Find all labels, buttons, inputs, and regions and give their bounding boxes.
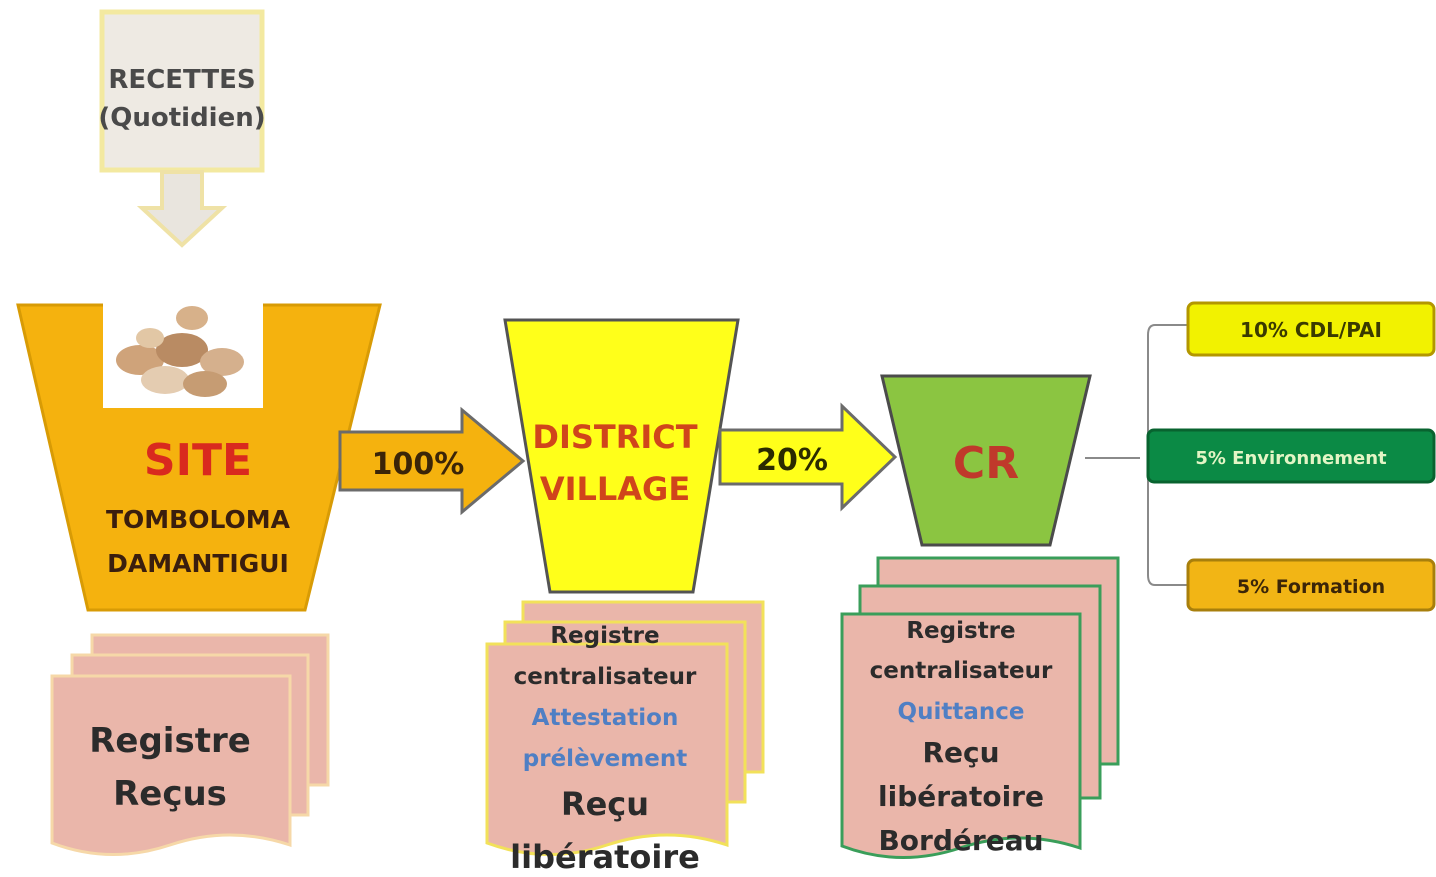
- docs-site-stack: Registre Reçus: [50, 633, 330, 856]
- cr-node: CR: [880, 374, 1092, 547]
- docs-cr-line-2: centralisateur: [870, 658, 1053, 684]
- docs-cr-line-3: Quittance: [898, 699, 1025, 725]
- down-arrow-icon: [136, 170, 228, 248]
- cr-label: CR: [953, 438, 1019, 489]
- docs-district-line-4: prélèvement: [523, 746, 687, 772]
- docs-cr-line-1: Registre: [906, 618, 1015, 644]
- docs-district-line-3: Attestation: [532, 705, 679, 731]
- docs-site-line-1: Registre: [89, 721, 251, 761]
- district-line-1: DISTRICT: [532, 418, 697, 456]
- arrow-20-label: 20%: [756, 443, 828, 478]
- output-environnement-box: 5% Environnement: [1146, 428, 1436, 484]
- docs-district-line-6: libératoire: [510, 838, 700, 876]
- docs-district-line-2: centralisateur: [514, 664, 697, 690]
- docs-cr-line-5: libératoire: [878, 780, 1044, 813]
- arrow-100-label: 100%: [372, 447, 465, 482]
- district-line-2: VILLAGE: [540, 470, 690, 508]
- docs-district-line-5: Reçu: [561, 785, 649, 823]
- docs-site-line-2: Reçus: [113, 774, 227, 814]
- recettes-label-1: RECETTES: [108, 65, 255, 95]
- recettes-node: RECETTES (Quotidien): [98, 9, 266, 173]
- output-cdl-label: 10% CDL/PAI: [1240, 318, 1382, 342]
- recettes-label-2: (Quotidien): [98, 103, 265, 133]
- docs-district-line-1: Registre: [550, 623, 659, 649]
- arrow-20: 20%: [718, 402, 898, 512]
- docs-cr-stack: Registre centralisateur Quittance Reçu l…: [840, 556, 1120, 859]
- docs-cr-line-6: Bordéreau: [878, 824, 1043, 857]
- site-line-1: TOMBOLOMA: [106, 505, 291, 534]
- peanut-pile-icon: [116, 306, 244, 397]
- output-environnement-label: 5% Environnement: [1195, 448, 1387, 469]
- docs-district-stack: Registre centralisateur Attestation prél…: [485, 600, 765, 876]
- output-cdl-box: 10% CDL/PAI: [1186, 301, 1436, 357]
- arrow-100: 100%: [338, 406, 526, 516]
- site-node: SITE TOMBOLOMA DAMANTIGUI: [16, 296, 382, 612]
- site-title: SITE: [144, 435, 252, 486]
- docs-cr-line-4: Reçu: [922, 736, 999, 769]
- output-formation-label: 5% Formation: [1237, 576, 1385, 598]
- site-line-2: DAMANTIGUI: [107, 549, 289, 578]
- output-formation-box: 5% Formation: [1186, 558, 1436, 612]
- district-node: DISTRICT VILLAGE: [503, 318, 740, 594]
